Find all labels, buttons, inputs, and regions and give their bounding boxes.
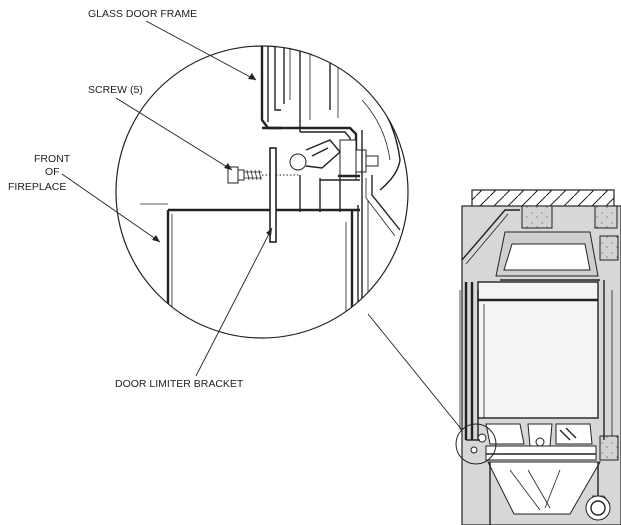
callout-screw: SCREW (5) <box>88 84 233 171</box>
screw-part <box>227 166 300 184</box>
firebox-interior <box>477 281 599 419</box>
glass-door-frame-part <box>260 46 401 191</box>
detail-circle-outline <box>115 45 409 339</box>
callout-front-of-fireplace: FRONT OF FIREPLACE <box>8 153 161 243</box>
fireplace-section-view <box>455 189 621 525</box>
label-glass-door-frame: GLASS DOOR FRAME <box>88 8 197 20</box>
label-door-limiter-bracket: DOOR LIMITER BRACKET <box>115 378 244 390</box>
label-front-line3: FIREPLACE <box>8 181 66 193</box>
detail-magnifier <box>115 45 409 339</box>
label-screw: SCREW (5) <box>88 84 143 96</box>
detail-contents <box>140 46 401 338</box>
firebox-front <box>140 130 369 338</box>
label-front-line2: OF <box>45 166 60 178</box>
callout-door-limiter-bracket: DOOR LIMITER BRACKET <box>115 227 273 390</box>
top-lintel <box>471 189 615 209</box>
label-front-line1: FRONT <box>34 153 71 165</box>
small-detail-circle <box>455 423 497 465</box>
magnifier-connector-line <box>367 313 463 431</box>
door-limiter-bracket-part <box>269 147 277 243</box>
hinge-mechanism <box>289 139 401 237</box>
callout-glass-door-frame: GLASS DOOR FRAME <box>88 8 257 81</box>
